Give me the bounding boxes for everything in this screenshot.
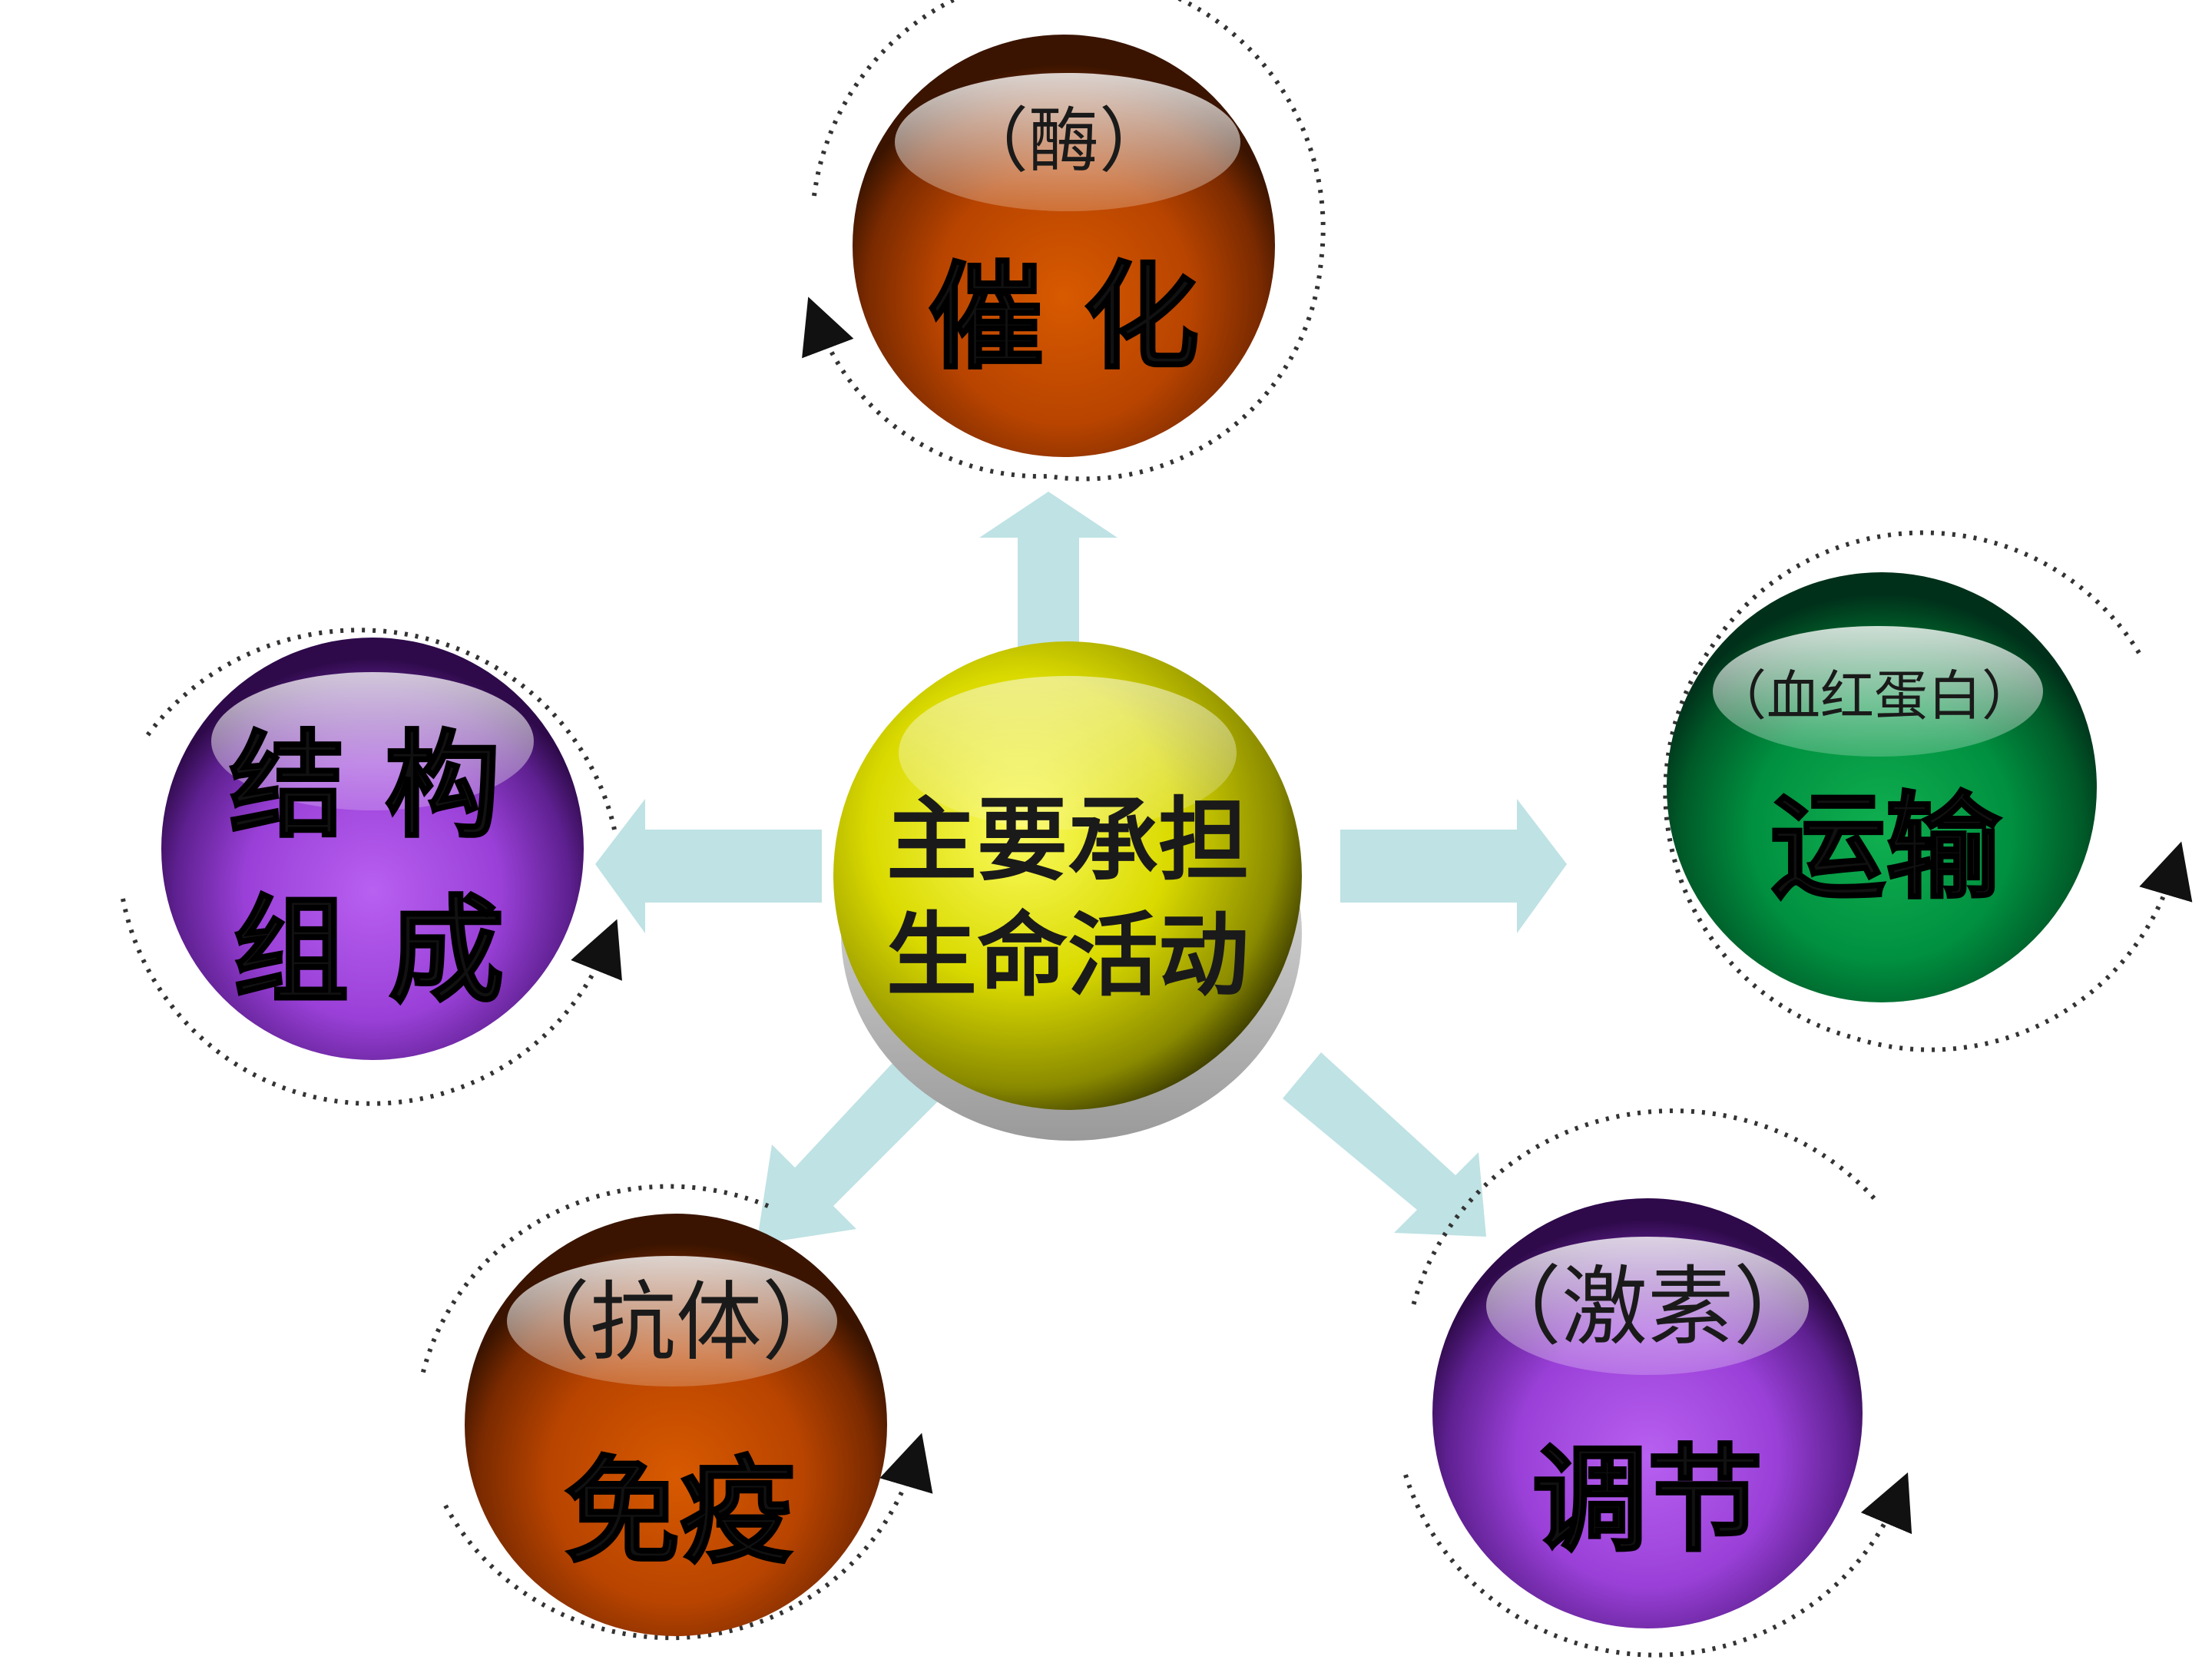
center-node: 主要承担 生命活动: [833, 641, 1302, 1141]
node-regulation: （激素） 调节: [1403, 1108, 1897, 1658]
dotted-ring-immunity: [420, 1184, 914, 1641]
immunity-main-label: 免疫: [565, 1444, 795, 1579]
arrow-down-right: [1283, 1052, 1486, 1237]
structure-label-line2: 组 成: [233, 883, 504, 1019]
dotted-ring-catalysis: [802, 0, 1326, 482]
center-label-line2: 生命活动: [886, 902, 1249, 1009]
structure-label-line1: 结 构: [230, 718, 500, 853]
center-label-line1: 主要承担: [886, 787, 1249, 893]
catalysis-sub-label: （酶）: [958, 100, 1170, 182]
arrow-up: [979, 492, 1118, 714]
transport-main-label: 运输: [1770, 780, 2002, 915]
immunity-sub-label: （抗体）: [504, 1273, 848, 1373]
node-catalysis: （酶） 催 化: [802, 0, 1326, 482]
regulation-main-label: 调节: [1532, 1433, 1763, 1568]
node-structure: 结 构 组 成: [121, 628, 614, 1106]
regulation-sub-label: （激素）: [1475, 1257, 1820, 1357]
arrow-left: [595, 799, 822, 933]
dotted-ring-regulation: [1403, 1108, 1897, 1658]
arrow-right: [1340, 799, 1567, 933]
transport-sub-label: （血红蛋白）: [1713, 664, 2035, 727]
node-immunity: （抗体） 免疫: [420, 1184, 914, 1641]
dotted-ring-structure: [121, 628, 614, 1106]
catalysis-main-label: 催 化: [929, 250, 1199, 385]
connector-arrows: [595, 492, 1567, 1244]
node-transport: （血红蛋白） 运输: [1663, 530, 2193, 1052]
arrow-down-left: [757, 1052, 945, 1244]
